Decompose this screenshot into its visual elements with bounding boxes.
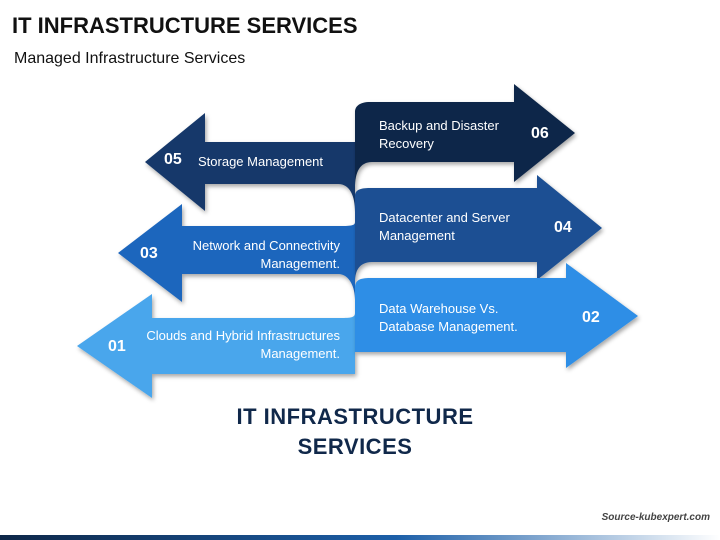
item-04-number: 04: [554, 219, 572, 236]
arrow-02: [355, 263, 638, 368]
item-02-label: Data Warehouse Vs. Database Management.: [379, 301, 518, 334]
center-title: IT INFRASTRUCTURE SERVICES: [236, 404, 474, 459]
item-03-number: 03: [140, 245, 158, 262]
item-05-label: Storage Management: [198, 154, 324, 169]
arrow-04: [355, 175, 602, 282]
arrow-01: [77, 294, 355, 398]
item-03-label: Network and Connectivity Management.: [192, 238, 340, 271]
item-01-number: 01: [108, 338, 126, 355]
item-04-label: Datacenter and Server Management: [379, 210, 510, 243]
footer-bar: [0, 535, 720, 540]
arrow-03: [118, 204, 355, 302]
item-06-label: Backup and Disaster Recovery: [379, 118, 499, 151]
arrow-05: [145, 113, 355, 212]
item-05-number: 05: [164, 151, 182, 168]
arrow-06: [355, 84, 575, 188]
page-title: IT INFRASTRUCTURE SERVICES: [12, 13, 358, 38]
item-02-number: 02: [582, 309, 600, 326]
page-subtitle: Managed Infrastructure Services: [14, 50, 246, 67]
item-01-label: Clouds and Hybrid Infrastructures Manage…: [146, 328, 340, 361]
source-credit: Source-kubexpert.com: [601, 512, 710, 523]
item-06-number: 06: [531, 125, 549, 142]
